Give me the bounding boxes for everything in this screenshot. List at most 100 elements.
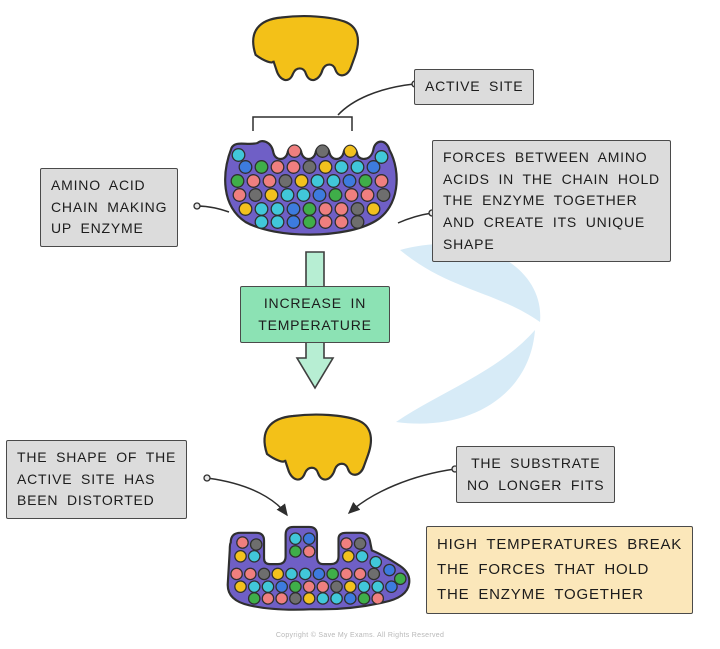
label-line: ACTIVE SITE HAS	[17, 470, 156, 487]
amino-acid-circle	[366, 202, 381, 216]
amino-acid-circle	[344, 188, 359, 202]
amino-acid-circle	[330, 592, 343, 605]
amino-acid-circle	[343, 580, 357, 594]
amino-acid-circles-top	[230, 144, 391, 229]
amino-acid-circle	[383, 563, 396, 577]
label-line: THE SUBSTRATE	[471, 455, 601, 471]
amino-acid-circle	[298, 567, 312, 581]
amino-acid-circle	[296, 188, 311, 202]
copyright-text: Copyright © Save My Exams. All Rights Re…	[275, 632, 445, 639]
amino-acid-circle	[302, 545, 316, 558]
amino-acid-circle	[247, 549, 261, 563]
amino-acid-circle	[350, 160, 365, 174]
amino-acid-circle	[316, 580, 330, 594]
amino-acid-circle	[271, 567, 285, 581]
amino-acid-circle	[302, 580, 316, 594]
amino-acid-circle	[247, 580, 261, 594]
amino-acid-circle	[334, 215, 349, 229]
label-line: UP ENZYME	[51, 220, 144, 237]
increase-temperature-label: INCREASE IN TEMPERATURE	[240, 286, 390, 344]
amino-acid-circle	[231, 148, 246, 162]
amino-acid-circle	[369, 555, 383, 569]
amino-acid-circle	[350, 202, 365, 216]
label-line: HIGH TEMPERATURES BREAK	[437, 536, 683, 553]
amino-acid-circle	[376, 188, 391, 202]
amino-acid-circle	[254, 160, 269, 174]
amino-acid-circle	[261, 592, 275, 605]
amino-acid-circle	[353, 537, 367, 550]
amino-acid-circle	[334, 160, 349, 174]
substrate-body	[252, 15, 359, 82]
amino-acid-circle	[289, 580, 302, 594]
amino-acid-circle	[285, 567, 298, 581]
forces-label: FORCES BETWEEN AMINO ACIDS IN THE CHAIN …	[432, 140, 671, 263]
amino-acid-circle	[302, 202, 317, 216]
amino-acid-circle	[302, 592, 316, 605]
amino-acid-circle	[371, 592, 385, 605]
label-line: INCREASE IN	[263, 295, 367, 311]
amino-acid-circle	[342, 174, 357, 188]
amino-acid-circle	[275, 592, 289, 605]
amino-acid-circle	[316, 592, 330, 605]
amino-acid-circle	[289, 592, 302, 605]
amino-acid-circle	[247, 592, 261, 605]
amino-acid-circle	[261, 580, 275, 594]
amino-acid-circle	[289, 545, 302, 558]
amino-acid-circle	[234, 549, 247, 563]
amino-acid-circle	[355, 549, 369, 563]
watermark-swoosh-bottom	[396, 330, 535, 424]
amino-acid-circle	[358, 174, 373, 188]
amino-acid-circle	[326, 174, 341, 188]
label-line: THE ENZYME TOGETHER	[437, 585, 644, 603]
label-line: FORCES BETWEEN AMINO	[443, 149, 648, 165]
amino-acid-circle	[254, 202, 269, 216]
amino-acid-circle	[318, 202, 333, 216]
label-line: THE FORCES THAT HOLD	[437, 560, 650, 578]
amino-acid-circle	[328, 188, 343, 202]
substrate-shape-bottom	[263, 413, 372, 481]
label-line: SHAPE	[443, 235, 495, 252]
amino-acid-circle	[366, 160, 381, 174]
amino-acid-circle	[270, 215, 285, 229]
label-line: AMINO ACID	[51, 177, 146, 193]
enzyme-shape-denatured	[226, 525, 411, 611]
amino-acid-circle	[312, 567, 326, 581]
amino-acid-circle	[254, 215, 269, 229]
amino-acid-circle	[367, 567, 381, 581]
amino-acid-circle	[243, 567, 257, 581]
amino-acid-circle	[264, 188, 279, 202]
amino-acid-circle	[326, 567, 339, 581]
active-site-distorted-label: THE SHAPE OF THE ACTIVE SITE HAS BEEN DI…	[6, 440, 188, 520]
amino-acid-circle	[334, 202, 349, 216]
amino-acid-circle	[238, 202, 253, 216]
label-line: ACIDS IN THE CHAIN HOLD	[443, 170, 660, 187]
high-temperatures-label: HIGH TEMPERATURES BREAK THE FORCES THAT …	[426, 526, 694, 615]
enzyme-shape-normal	[224, 140, 398, 236]
active-site-label: ACTIVE SITE	[414, 69, 535, 105]
amino-acid-circle	[230, 174, 245, 188]
substrate-body	[263, 413, 372, 481]
amino-acid-circle	[357, 580, 371, 594]
amino-acid-circle	[280, 188, 295, 202]
amino-acid-circle	[289, 532, 302, 545]
forces-leader-line	[397, 212, 433, 224]
label-line: AND CREATE ITS UNIQUE	[443, 214, 646, 231]
label-line: TEMPERATURE	[258, 316, 372, 333]
amino-acid-circle	[230, 567, 243, 581]
amino-acid-circle	[341, 549, 355, 563]
amino-acid-circle	[238, 160, 253, 174]
label-line: THE ENZYME TOGETHER	[443, 192, 638, 209]
amino-acid-leader-dot	[193, 202, 201, 210]
amino-acid-circle	[257, 567, 271, 581]
amino-acid-circle	[385, 580, 398, 594]
amino-acid-circle	[318, 160, 333, 174]
amino-acid-circle	[330, 580, 343, 594]
amino-acid-circle	[302, 160, 317, 174]
amino-acid-circle	[357, 592, 371, 605]
amino-acid-circle	[302, 532, 316, 545]
amino-acid-circle	[353, 567, 367, 581]
substrate-shape-top	[252, 15, 359, 82]
label-line: CHAIN MAKING	[51, 198, 168, 215]
label-line: ACTIVE SITE	[425, 78, 524, 94]
amino-acid-circle	[312, 188, 327, 202]
